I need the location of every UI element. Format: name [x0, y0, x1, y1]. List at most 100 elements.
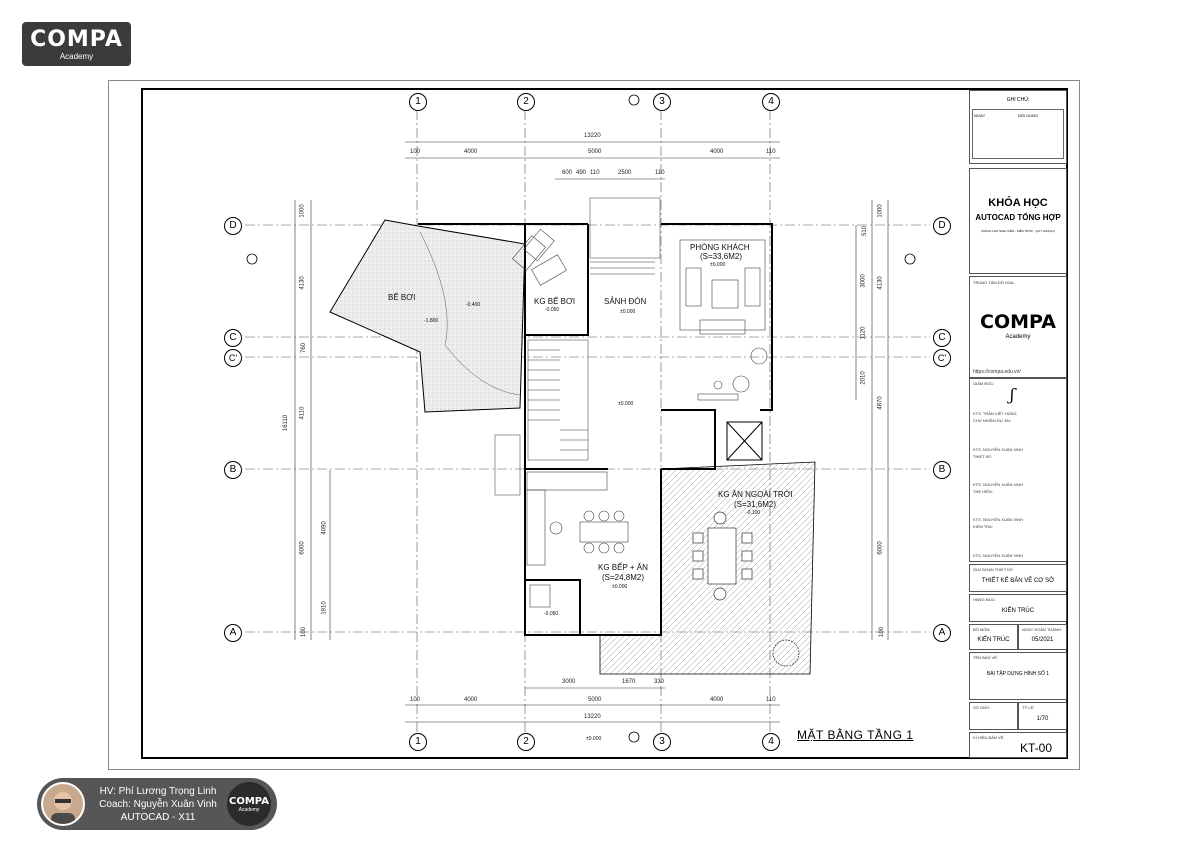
grid-bubble-C-left: C — [224, 329, 242, 347]
sheet-count-cell: SỐ GIẤY: — [969, 702, 1018, 730]
level-mark: -0.400 — [466, 302, 481, 308]
stairs — [494, 197, 661, 496]
footer-logo-brand: COMPA — [229, 796, 269, 807]
draw-name: KTS. NGUYỄN XUÂN VINH — [973, 517, 1024, 522]
grid-label: D — [229, 220, 237, 231]
pool-shape — [329, 219, 526, 413]
dimension-lines — [294, 141, 889, 723]
drawing-sheet — [108, 80, 1080, 770]
lounge-chairs — [512, 228, 567, 286]
kitchen-furniture — [526, 471, 629, 608]
room-pool: BỂ BƠI — [388, 293, 416, 302]
dim-top-span: 5000 — [588, 149, 602, 155]
dim-bottom-detail: 1670 — [622, 679, 636, 685]
grid-label: C' — [937, 353, 947, 363]
living-furniture — [679, 239, 768, 401]
design-role: THIẾT KẾ: — [973, 454, 993, 459]
level-mark: -0.050 — [544, 611, 559, 617]
dim-right-inner: 1120 — [860, 326, 867, 340]
inner-frame — [141, 88, 1068, 759]
room-outdoor-dining: KG ĂN NGOÀI TRỜI — [718, 490, 793, 499]
compa-logo: COMPA Academy — [22, 22, 131, 66]
room-kitchen-area: (S=24,8M2) — [602, 573, 645, 582]
dim-left-inner: 1910 — [321, 601, 328, 615]
tb-logo-sub: Academy — [1005, 334, 1031, 340]
signature-director: ʃ — [1010, 385, 1015, 404]
drawing-title: MẶT BẰNG TẦNG 1 — [797, 728, 914, 742]
dim-bottom-detail: 330 — [654, 679, 665, 685]
pool-curve — [419, 231, 521, 396]
level-mark: ±0.000 — [618, 401, 634, 407]
grid-label: 2 — [523, 736, 529, 747]
grid-bubble-1-bottom: 1 — [409, 733, 427, 751]
grid-label: 4 — [768, 96, 774, 107]
dim-left-outer: 6000 — [299, 541, 306, 555]
date-label: NGÀY HOÀN THÀNH: — [1022, 627, 1062, 632]
level-mark: ±0.000 — [710, 262, 726, 268]
room-lobby: SẢNH ĐÓN — [604, 297, 647, 306]
scale-value: 1/70 — [1036, 716, 1049, 722]
grid-label: 3 — [659, 736, 665, 747]
coach-name: Coach: Nguyễn Xuân Vinh — [99, 799, 217, 810]
dim-left-outer: 4130 — [299, 276, 306, 290]
grid-bubble-C-right: C — [933, 329, 951, 347]
student-name: HV: Phí Lương Trọng Linh — [99, 786, 217, 797]
sheet-count-label: SỐ GIẤY: — [973, 705, 991, 710]
check-name: KTS. NGUYỄN XUÂN VINH — [973, 553, 1024, 558]
room-outdoor-area: (S=31,6M2) — [734, 500, 777, 509]
dim-top-total: 13220 — [584, 133, 601, 139]
design-name: KTS. NGUYỄN XUÂN VINH — [973, 482, 1024, 487]
dim-right-outer: 1000 — [877, 204, 884, 218]
level-mark: -1.800 — [424, 318, 439, 324]
code-label: KÍ HIỆU BẢN VẼ: — [973, 735, 1005, 740]
center-cell: TRUNG TÂM ĐỒ HỌA: COMPA Academy https://… — [969, 276, 1067, 378]
level-mark: -0.050 — [545, 307, 560, 313]
scale-label: TỶ LỆ: — [1022, 705, 1035, 710]
logo-sub: Academy — [59, 52, 94, 61]
grid-label: 3 — [659, 96, 665, 107]
dim-right-outer: 4130 — [877, 276, 884, 290]
dim-bottom-span: 110 — [766, 697, 776, 703]
grid-bubble-4-bottom: 4 — [762, 733, 780, 751]
logo-brand: COMPA — [30, 27, 123, 52]
grid-label: D — [938, 220, 946, 231]
avatar-icon — [51, 792, 75, 824]
title-block: GHI CHÚ: NGÀY NỘI DUNG KHÓA HỌC AUTOCAD … — [969, 90, 1069, 760]
grid-bubble-A-left: A — [224, 624, 242, 642]
level-mark: -0.100 — [746, 510, 761, 516]
grid-bubble-A-right: A — [933, 624, 951, 642]
website-link[interactable]: https://compa.edu.vn/ — [973, 369, 1021, 375]
dept-cell: BỘ MÔN: KIẾN TRÚC — [969, 624, 1018, 650]
grid-bubble-D-left: D — [224, 217, 242, 235]
level-mark: ±0.000 — [612, 584, 628, 590]
footer-logo: COMPA Academy — [227, 782, 271, 826]
grid-label: C — [229, 332, 237, 343]
signatures-cell: GIÁM ĐỐC: ʃ KTS. TRẦN VIỆT HÙNG CHỦ NHIỆ… — [969, 378, 1067, 562]
room-pool-space: KG BỂ BƠI — [534, 297, 576, 306]
code-cell: KÍ HIỆU BẢN VẼ: KT-00 — [969, 732, 1067, 758]
category-label: HẠNG MỤC: — [973, 597, 996, 602]
grid-label: A — [938, 627, 946, 638]
sheet-name-label: TÊN BẢN VẼ: — [973, 655, 998, 660]
grid-label: 2 — [523, 96, 529, 107]
phase-value: THIẾT KẾ BẢN VẼ CƠ SỞ — [981, 578, 1055, 584]
grid-bubble-B-left: B — [224, 461, 242, 479]
grid-label: A — [229, 627, 237, 638]
draw-role: THỂ HIỆN: — [973, 489, 993, 494]
footer-logo-sub: Academy — [238, 807, 260, 813]
dim-bottom-span: 5000 — [588, 697, 602, 703]
dim-bottom-span: 100 — [410, 697, 421, 703]
dim-right-inner: 2010 — [860, 371, 867, 385]
sheet-name-cell: TÊN BẢN VẼ: BÀI TẬP DỰNG HÌNH SỐ 1 — [969, 652, 1067, 700]
level-mark: ±0.000 — [620, 309, 636, 315]
notes-col-content: NỘI DUNG — [1018, 113, 1038, 118]
grid-bubble-4-top: 4 — [762, 93, 780, 111]
dept-value: KIẾN TRÚC — [977, 637, 1010, 643]
manager-role: CHỦ NHIỆM DỰ ÁN: — [973, 418, 1011, 423]
grid-label: B — [938, 464, 946, 475]
dim-top-detail: 110 — [590, 170, 600, 176]
dim-top-span: 110 — [766, 149, 776, 155]
grid-label: C — [938, 332, 946, 343]
dim-left-outer: 4110 — [299, 406, 306, 420]
check-role: KIỂM TRA: — [973, 524, 993, 529]
